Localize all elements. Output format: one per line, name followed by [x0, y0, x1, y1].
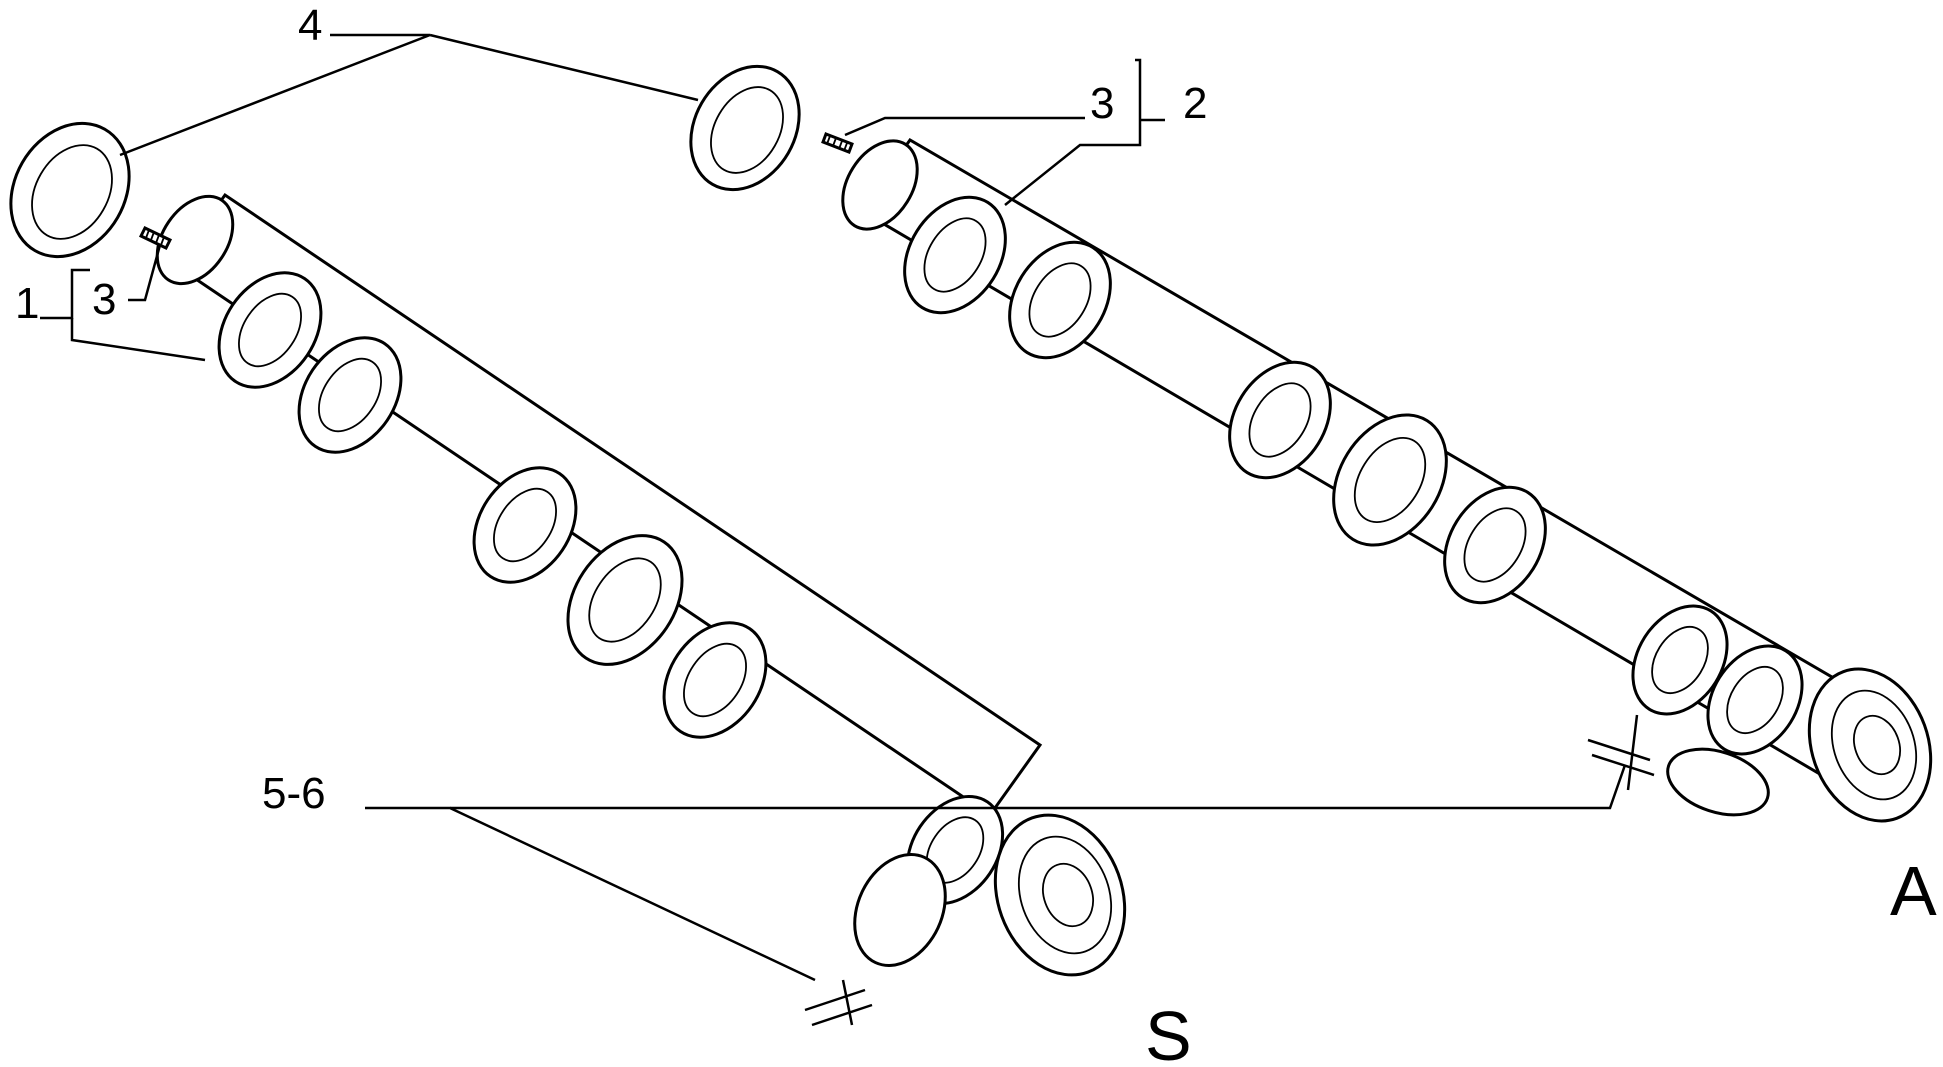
camshaft-left [155, 192, 1127, 977]
plug-seal [1666, 747, 1770, 817]
dowel-pin-right [821, 132, 854, 154]
cam-lobe [472, 466, 578, 584]
leader-lines [40, 33, 1655, 1027]
cam-lobe [903, 195, 1007, 315]
cam-lobe [1332, 413, 1448, 547]
callout-4: 4 [298, 1, 322, 50]
cam-lobe [1443, 485, 1547, 605]
callout-3-left: 3 [92, 275, 116, 324]
callout-3-right: 3 [1090, 79, 1114, 128]
oil-seal-right [689, 64, 801, 192]
cam-lobe [1706, 644, 1804, 756]
camshaft-flange [993, 813, 1127, 977]
view-label-exhaust: S [1145, 997, 1192, 1067]
cam-lobe [217, 271, 323, 389]
callout-5-6: 5-6 [262, 769, 326, 818]
camshaft-flange [1807, 667, 1933, 823]
cam-lobe [566, 534, 684, 666]
plug-seal [853, 853, 947, 967]
cam-lobe [1228, 360, 1332, 480]
cam-lobe [1008, 240, 1112, 360]
view-label-intake: A [1890, 852, 1937, 930]
callout-1: 1 [15, 279, 39, 328]
cam-lobe [662, 621, 768, 739]
camshaft-right [841, 138, 1933, 823]
callout-2: 2 [1183, 79, 1207, 128]
cam-lobe [297, 336, 403, 454]
dowel-pin-left [138, 226, 173, 250]
oil-seal-left [9, 121, 131, 259]
